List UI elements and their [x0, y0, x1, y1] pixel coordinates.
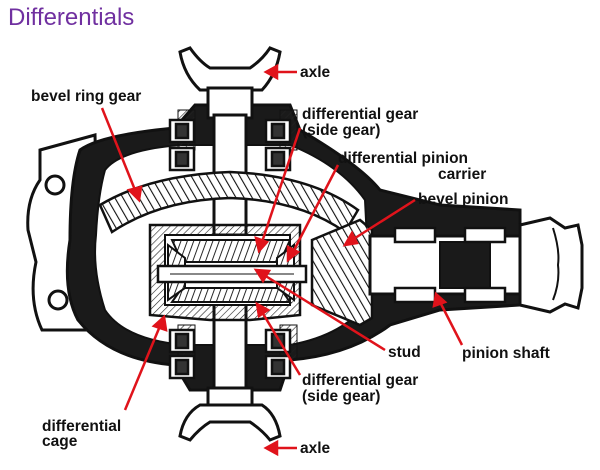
label-differential-cage-2: cage: [42, 433, 78, 450]
label-differential-gear-top-2: (side gear): [302, 122, 380, 139]
stud: [156, 264, 308, 284]
label-axle-top: axle: [300, 64, 331, 81]
label-differential-pinion-1: differential pinion: [338, 150, 468, 167]
slide-title: Differentials: [8, 4, 135, 31]
label-pinion-shaft: pinion shaft: [462, 345, 550, 362]
label-differential-pinion-2: carrier: [438, 166, 486, 183]
pinion-shaft: [368, 216, 584, 314]
arrow-differential-gear-top: [254, 127, 302, 254]
arrow-differential-pinion-carrier: [286, 164, 340, 263]
arrow-stud: [253, 268, 386, 352]
arrow-axle-top: [263, 63, 297, 81]
label-differential-gear-bottom-2: (side gear): [302, 388, 380, 405]
label-differential-gear-top-1: differential gear: [302, 106, 418, 123]
arrow-differential-cage: [123, 314, 168, 411]
arrow-differential-gear-bottom: [255, 301, 302, 376]
arrow-axle-bottom: [263, 439, 297, 457]
arrow-pinion-shaft: [432, 291, 464, 346]
label-stud: stud: [388, 344, 421, 361]
leader-arrows: [100, 63, 464, 457]
label-differential-cage-1: differential: [42, 418, 121, 435]
labels: axle bevel ring gear differential gear (…: [31, 64, 550, 457]
label-bevel-ring-gear: bevel ring gear: [31, 88, 141, 105]
arrow-bevel-pinion: [342, 198, 416, 247]
label-axle-bottom: axle: [300, 440, 331, 457]
arrow-bevel-ring-gear: [100, 107, 143, 203]
label-differential-gear-bottom-1: differential gear: [302, 372, 418, 389]
label-bevel-pinion: bevel pinion: [418, 191, 508, 208]
